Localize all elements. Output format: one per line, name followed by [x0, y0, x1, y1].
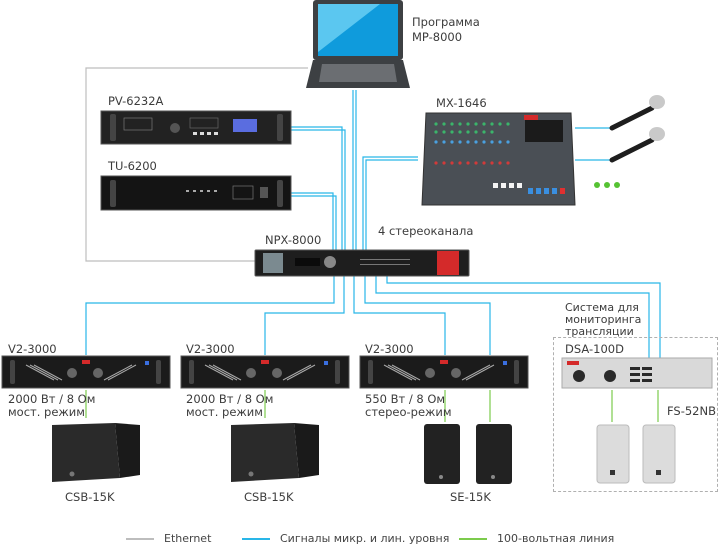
amp1-speaker-label: CSB-15K: [65, 490, 115, 504]
pv-label: PV-6232A: [108, 94, 164, 108]
mx-1646-device: [421, 112, 576, 206]
monitoring-title-1: Система для: [565, 301, 639, 314]
amp2-speaker-label: CSB-15K: [244, 490, 294, 504]
tu-label: TU-6200: [108, 159, 157, 173]
mixer-label: MX-1646: [436, 96, 487, 110]
v2-3000-amp-3: [359, 355, 529, 389]
line100v-swatch: [459, 537, 487, 540]
signal-links: [85, 90, 661, 360]
tu-6200-device: [100, 175, 292, 211]
more-dots-icon: [594, 182, 620, 188]
signal-line: [85, 276, 335, 355]
fs-52nb-speaker-2: [642, 424, 676, 484]
stereo-channels-label: 4 стереоканала: [378, 224, 474, 238]
monitoring-title-2: мониторинга: [565, 313, 642, 326]
ethernet-links: [85, 67, 308, 262]
laptop-label-2: MP-8000: [412, 30, 463, 44]
dsa-100d-device: [561, 357, 713, 389]
signal-line: [386, 276, 661, 360]
legend-signal: Сигналы микр. и лин. уровня: [242, 532, 449, 545]
amp3-speaker-label: SE-15K: [450, 490, 491, 504]
microphone-icon: [609, 95, 665, 131]
ethernet-line: [85, 67, 308, 262]
se-15k-speaker-1: [424, 424, 460, 484]
legend-signal-label: Сигналы микр. и лин. уровня: [280, 532, 450, 545]
amp2-power: 2000 Вт / 8 Ом: [186, 392, 274, 406]
signal-line: [375, 276, 650, 360]
laptop-label-1: Программа: [412, 15, 480, 29]
amp1-mode: мост. режим: [8, 405, 85, 419]
amp2-label: V2-3000: [186, 342, 235, 356]
line100v-links: [85, 390, 659, 422]
amp3-mode: стерео-режим: [365, 405, 452, 419]
pv-6232a-device: [100, 110, 292, 145]
laptop-icon: [306, 0, 410, 88]
signal-line: [353, 276, 446, 355]
amp3-label: V2-3000: [365, 342, 414, 356]
v2-3000-amp-1: [1, 355, 171, 389]
signal-line: [365, 159, 418, 250]
monitoring-system-frame: [553, 337, 718, 492]
signal-line: [291, 129, 346, 250]
signal-line: [291, 126, 343, 250]
se-15k-speaker-2: [476, 424, 512, 484]
dsa-label: DSA-100D: [565, 342, 624, 356]
microphone-icon: [609, 127, 665, 163]
legend-100v-label: 100-вольтная линия: [497, 532, 615, 545]
monitoring-title-3: трансляции: [565, 325, 634, 338]
v2-3000-amp-2: [180, 355, 350, 389]
npx-label: NPX-8000: [265, 233, 322, 247]
csb-15k-speaker-1: [52, 423, 140, 482]
signal-line: [291, 195, 337, 250]
signal-swatch: [242, 537, 270, 540]
signal-line: [362, 156, 418, 250]
signal-line: [364, 276, 491, 355]
legend-100v: 100-вольтная линия: [459, 532, 614, 545]
amp1-power: 2000 Вт / 8 Ом: [8, 392, 96, 406]
ethernet-swatch: [126, 537, 154, 540]
legend-ethernet: Ethernet: [126, 532, 211, 545]
npx-8000-device: [254, 249, 470, 277]
amp2-mode: мост. режим: [186, 405, 263, 419]
signal-line: [291, 192, 334, 250]
fs-52nb-speaker-1: [596, 424, 630, 484]
signal-line: [264, 276, 345, 355]
legend-ethernet-label: Ethernet: [164, 532, 212, 545]
fs-52nb-label: FS-52NB: [667, 404, 716, 418]
amp3-power: 550 Вт / 8 Ом: [365, 392, 446, 406]
csb-15k-speaker-2: [231, 423, 319, 482]
amp1-label: V2-3000: [8, 342, 57, 356]
